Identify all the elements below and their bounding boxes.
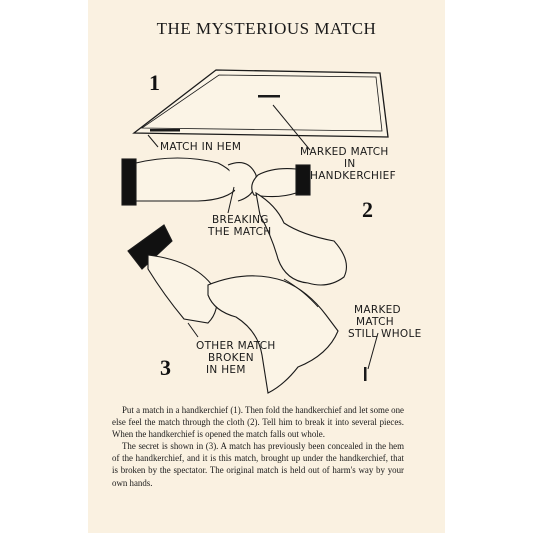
falling-match bbox=[364, 367, 367, 381]
pointer-arrow-1 bbox=[272, 104, 311, 151]
paragraph-2: The secret is shown in (3). A match has … bbox=[112, 441, 404, 488]
label-still-whole-3: STILL WHOLE bbox=[348, 328, 422, 340]
body-text: Put a match in a handkerchief (1). Then … bbox=[112, 404, 404, 489]
label-still-whole-2: MATCH bbox=[356, 316, 394, 328]
handkerchief-flat bbox=[132, 69, 389, 138]
label-breaking-1: BREAKING bbox=[212, 214, 269, 226]
label-marked-match-1: MARKED MATCH bbox=[300, 146, 389, 158]
label-other-match-3: IN HEM bbox=[206, 364, 246, 376]
step-number-3: 3 bbox=[160, 355, 171, 380]
page-title: THE MYSTERIOUS MATCH bbox=[156, 19, 377, 38]
hands-breaking-match bbox=[121, 157, 347, 286]
label-breaking-2: THE MATCH bbox=[207, 226, 271, 238]
label-marked-match-2: IN bbox=[344, 158, 356, 170]
hidden-match bbox=[150, 129, 180, 132]
illustration: 1 MATCH IN HEM MARKED MATCH IN HANDKERCH… bbox=[88, 55, 445, 405]
label-still-whole-1: MARKED bbox=[354, 304, 401, 316]
pointer-arrow-4 bbox=[187, 322, 199, 338]
hands-hiding-match bbox=[127, 224, 339, 394]
marked-match bbox=[258, 95, 280, 98]
label-match-in-hem: MATCH IN HEM bbox=[160, 141, 241, 153]
pointer-arrow-2 bbox=[147, 134, 159, 148]
pointer-arrow-5 bbox=[367, 332, 379, 370]
paragraph-1: Put a match in a handkerchief (1). Then … bbox=[112, 405, 404, 440]
step-number-2: 2 bbox=[362, 197, 373, 222]
label-marked-match-3: HANDKERCHIEF bbox=[310, 170, 396, 182]
step-number-1: 1 bbox=[149, 70, 160, 95]
label-other-match-2: BROKEN bbox=[208, 352, 254, 364]
label-other-match-1: OTHER MATCH bbox=[196, 340, 276, 352]
pointer-arrow-3 bbox=[227, 186, 235, 214]
